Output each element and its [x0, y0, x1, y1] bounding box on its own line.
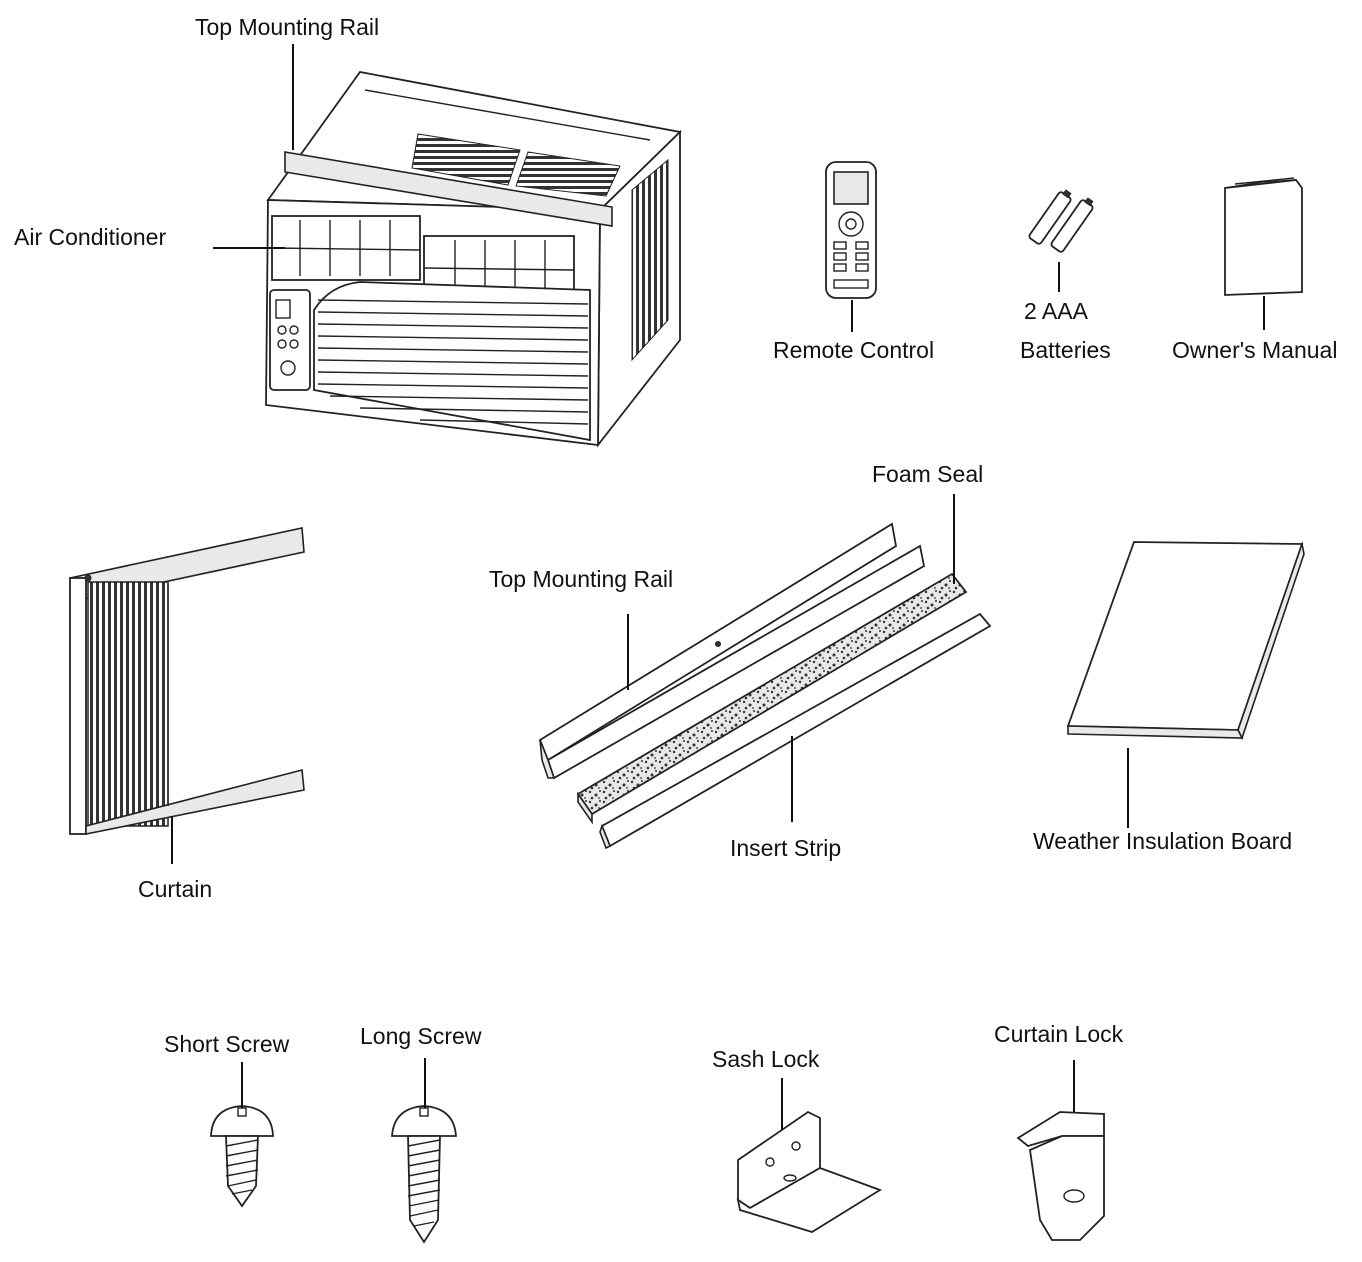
screw-icon — [391, 1105, 457, 1244]
screw-icon — [210, 1105, 274, 1208]
label-batteries: Batteries — [1020, 337, 1111, 363]
insert-strip-icon — [599, 612, 992, 850]
manual-icon — [1224, 177, 1303, 296]
label-top-rail-kit: Top Mounting Rail — [489, 566, 674, 592]
air-conditioner-icon — [265, 71, 682, 448]
insulation-board-icon — [1066, 540, 1305, 741]
label-curtain-lock: Curtain Lock — [994, 1021, 1124, 1047]
battery-icon — [1028, 189, 1094, 253]
remote-control-icon — [825, 161, 877, 299]
mounting-rail-icon — [538, 522, 926, 780]
label-short-screw: Short Screw — [164, 1031, 290, 1057]
label-sash-lock: Sash Lock — [712, 1046, 820, 1072]
label-batteries-count: 2 AAA — [1024, 298, 1088, 324]
curtain-panel-icon — [68, 527, 305, 835]
label-owners-manual: Owner's Manual — [1172, 337, 1338, 363]
sash-lock-icon — [736, 1110, 883, 1233]
label-curtain: Curtain — [138, 876, 213, 902]
label-air-conditioner: Air Conditioner — [14, 224, 167, 250]
label-weather-board: Weather Insulation Board — [1033, 828, 1293, 854]
label-remote-control: Remote Control — [773, 337, 935, 363]
label-insert-strip: Insert Strip — [730, 835, 842, 861]
curtain-lock-icon — [1016, 1111, 1105, 1241]
label-top-rail-ac: Top Mounting Rail — [195, 14, 380, 40]
foam-seal-icon — [576, 572, 968, 825]
label-foam-seal: Foam Seal — [872, 461, 984, 487]
label-long-screw: Long Screw — [360, 1023, 482, 1049]
